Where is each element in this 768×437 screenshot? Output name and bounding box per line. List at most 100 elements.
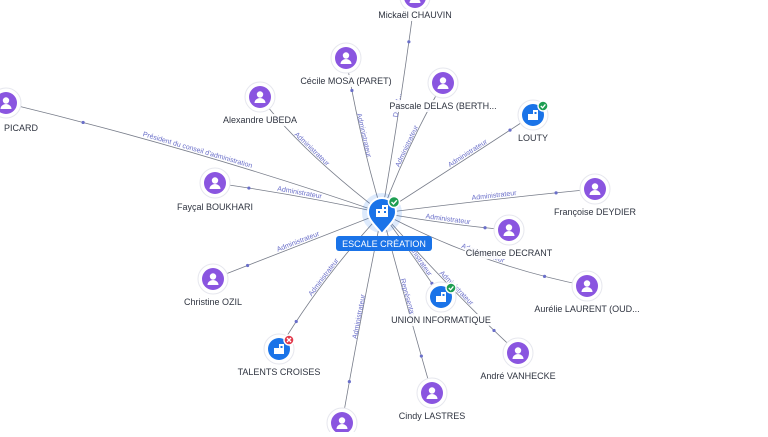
person-icon xyxy=(209,177,221,189)
node-label: André VANHECKE xyxy=(480,371,555,381)
edge-label-cindy: Représentant xyxy=(398,278,416,320)
edge-arrow-francoise xyxy=(554,191,558,195)
node-label-bg xyxy=(381,100,505,112)
edge-label-christine: Administrateur xyxy=(276,230,321,253)
node-union[interactable]: UNION INFORMATIQUE xyxy=(391,281,491,326)
node-label-bg xyxy=(548,206,642,218)
edge-picard[interactable] xyxy=(5,102,383,214)
node-picard[interactable]: PICARD xyxy=(0,87,41,134)
node-label-bg xyxy=(515,132,551,144)
person-icon xyxy=(207,273,219,285)
edge-label-alexandre: Administrateur xyxy=(293,131,331,168)
edge-label-clemence: Administrateur xyxy=(425,213,471,226)
edge-christine[interactable] xyxy=(212,212,383,280)
center-node[interactable]: ESCALE CRÉATION xyxy=(336,193,432,251)
node-label: Cindy LASTRES xyxy=(399,411,466,421)
building-icon xyxy=(528,110,538,120)
node-label: Aurélie LAURENT (OUD... xyxy=(534,304,639,314)
edge-label-francoise: Administrateur xyxy=(471,190,517,202)
edge-arrow-louty xyxy=(508,128,512,132)
node-clemence[interactable]: Clémence DECRANT xyxy=(464,214,554,259)
building-icon xyxy=(274,344,284,354)
node-alexandre[interactable]: Alexandre UBEDA xyxy=(218,81,302,126)
node-label-bg xyxy=(237,366,321,378)
node-christine[interactable]: Christine OZIL xyxy=(173,263,253,308)
edge-label-bottom: Administrateur xyxy=(352,293,367,339)
node-louty[interactable]: LOUTY xyxy=(515,99,551,144)
node-pascale[interactable]: Pascale DELAS (BERTH... xyxy=(381,67,505,112)
edge-label-faycal: Administrateur xyxy=(277,186,323,201)
edge-faycal[interactable] xyxy=(214,182,383,214)
edge-arrow-mickael xyxy=(407,40,411,44)
node-faycal[interactable]: Fayçal BOUKHARI xyxy=(173,167,257,213)
node-mickael[interactable]: Mickaël CHAUVIN xyxy=(373,0,457,21)
node-francoise[interactable]: Françoise DEYDIER xyxy=(548,173,642,218)
active-status-icon xyxy=(537,100,549,112)
edge-arrow-aurelie xyxy=(542,274,547,278)
edge-arrow-christine xyxy=(246,263,250,268)
node-label: Clémence DECRANT xyxy=(466,248,553,258)
edge-arrow-talents xyxy=(294,319,298,324)
node-label: UNION INFORMATIQUE xyxy=(391,315,491,325)
node-label-bg xyxy=(218,114,302,126)
edge-label-picard: Président du conseil d'administration xyxy=(142,131,253,170)
center-label-box[interactable] xyxy=(336,236,432,251)
person-icon xyxy=(426,387,438,399)
node-label: Pascale DELAS (BERTH... xyxy=(389,101,496,111)
node-label: Fayçal BOUKHARI xyxy=(177,202,253,212)
active-status-icon xyxy=(445,282,457,294)
node-bottom[interactable] xyxy=(326,407,358,437)
node-label-bg xyxy=(173,296,253,308)
person-icon xyxy=(581,280,593,292)
edge-alexandre[interactable] xyxy=(259,96,383,214)
node-label-bg xyxy=(1,122,41,134)
node-label-bg xyxy=(464,247,554,259)
person-icon xyxy=(340,52,352,64)
node-label-bg xyxy=(391,314,491,326)
person-icon xyxy=(512,347,524,359)
node-aurelie[interactable]: Aurélie LAURENT (OUD... xyxy=(525,270,649,315)
node-label: PICARD xyxy=(4,123,39,133)
center-label: ESCALE CRÉATION xyxy=(342,239,426,249)
nodes-layer: Mickaël CHAUVIN Cécile MOSA (PARET) Pascal… xyxy=(0,0,649,437)
node-cecile[interactable]: Cécile MOSA (PARET) xyxy=(294,42,398,87)
edge-arrow-picard xyxy=(81,120,85,125)
edge-arrow-andre xyxy=(492,328,496,333)
edge-francoise[interactable] xyxy=(381,188,596,214)
node-label: Françoise DEYDIER xyxy=(554,207,637,217)
node-label-bg xyxy=(525,303,649,315)
building-icon xyxy=(436,292,446,302)
person-icon xyxy=(589,183,601,195)
person-icon xyxy=(503,224,515,236)
edge-label-louty: Administrateur xyxy=(447,138,489,169)
person-icon xyxy=(0,97,12,109)
edge-label-pascale: Administrateur xyxy=(395,124,421,168)
edge-talents[interactable] xyxy=(278,212,383,350)
node-label: Alexandre UBEDA xyxy=(223,115,297,125)
node-andre[interactable]: André VANHECKE xyxy=(478,337,558,382)
node-label: Cécile MOSA (PARET) xyxy=(300,76,391,86)
person-icon xyxy=(336,417,348,429)
node-label-bg xyxy=(173,201,257,213)
edge-arrow-cecile xyxy=(350,88,354,93)
edge-arrow-clemence xyxy=(483,226,487,230)
node-label-bg xyxy=(395,410,469,422)
node-talents[interactable]: TALENTS CROISES xyxy=(237,333,321,378)
closed-status-icon xyxy=(283,334,295,346)
node-cindy[interactable]: Cindy LASTRES xyxy=(395,377,469,422)
active-status-icon xyxy=(387,195,401,209)
edge-arrow-faycal xyxy=(247,186,251,190)
node-label-bg xyxy=(373,9,457,21)
edge-arrow-cindy xyxy=(419,354,423,358)
edge-label-talents: Administrateur xyxy=(308,257,341,298)
edge-cindy[interactable] xyxy=(381,212,433,394)
edge-arrow-bottom xyxy=(347,380,351,384)
node-label: Mickaël CHAUVIN xyxy=(378,10,452,20)
edge-label-cecile: Administrateur xyxy=(355,113,372,159)
node-label-bg xyxy=(478,370,558,382)
node-label: TALENTS CROISES xyxy=(238,367,321,377)
person-icon xyxy=(254,91,266,103)
edge-louty[interactable] xyxy=(381,114,534,214)
